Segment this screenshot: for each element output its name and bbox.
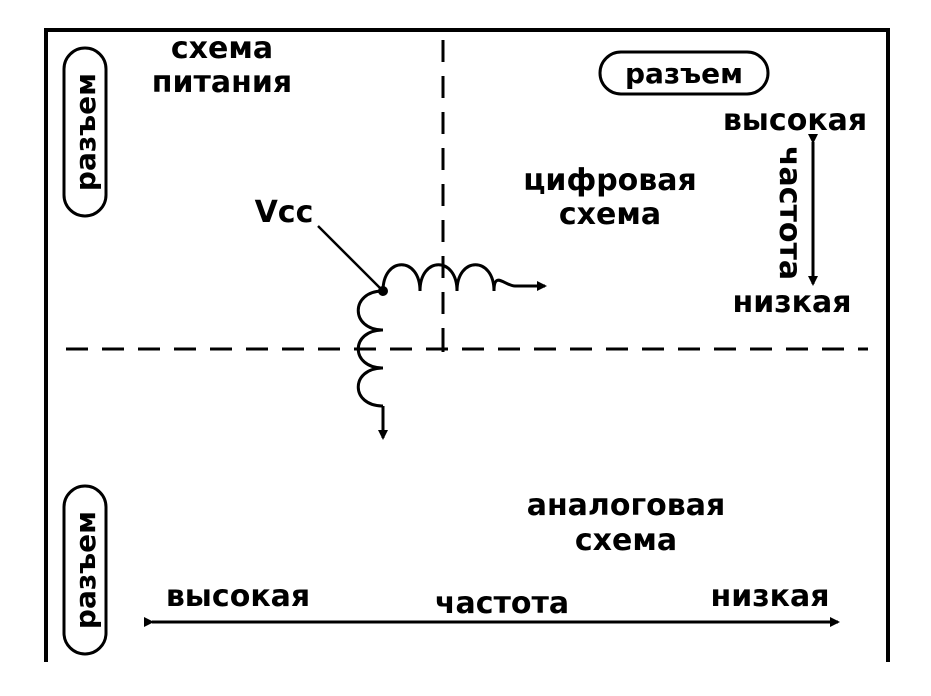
digital-circuit-label-line2: схема — [559, 197, 661, 232]
horizontal-scale-low-label: низкая — [710, 579, 829, 614]
vertical-scale-low-label: низкая — [732, 285, 851, 320]
connector-top-right: разъем — [598, 50, 770, 96]
power-supply-label-line1: схема — [171, 31, 273, 66]
vcc-label: Vcc — [255, 195, 314, 230]
analog-supply-inductor — [356, 289, 384, 408]
horizontal-scale-frequency-label: частота — [435, 586, 569, 621]
power-supply-label-line2: питания — [152, 65, 292, 100]
analog-circuit-label-line1: аналоговая — [527, 488, 726, 523]
connector-top-left: разъем — [62, 46, 108, 218]
digital-supply-inductor — [381, 263, 516, 292]
connector-bottom-left: разъем — [62, 484, 108, 656]
vertical-scale-frequency-label: частота — [772, 146, 807, 280]
connector-bottom-left-label: разъем — [69, 511, 102, 629]
connector-top-left-label: разъем — [69, 73, 102, 191]
vcc-leader-line — [317, 225, 384, 292]
digital-circuit-label-line1: цифровая — [523, 163, 697, 198]
vertical-scale-high-label: высокая — [723, 103, 867, 138]
connector-top-right-label: разъем — [625, 57, 743, 90]
analog-circuit-label-line2: схема — [575, 523, 677, 558]
horizontal-scale-high-label: высокая — [166, 579, 310, 614]
board-outline — [44, 28, 890, 662]
